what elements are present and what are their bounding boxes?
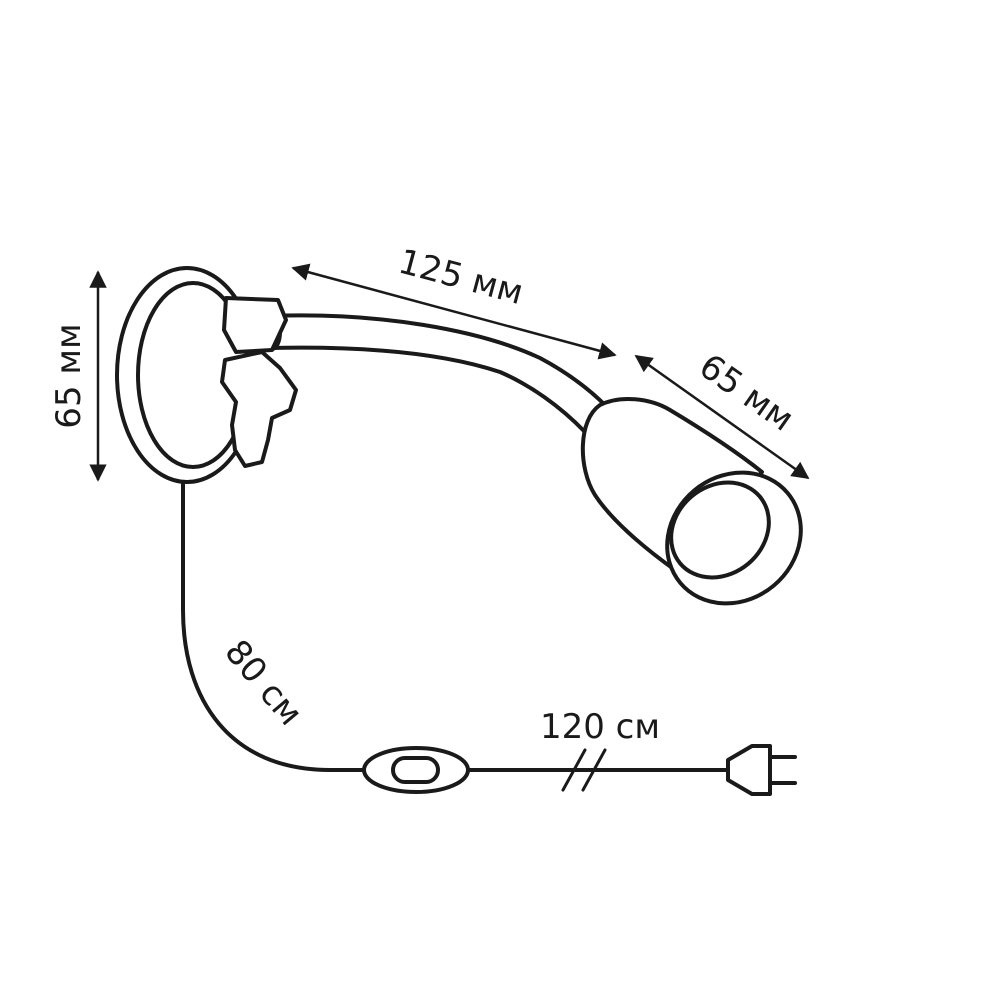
cable-break-mark: [561, 748, 587, 792]
cable-label-to-switch: 80 см: [216, 632, 310, 733]
dimension-label-base-height: 65 мм: [49, 323, 89, 428]
lamp-shade: [580, 397, 803, 606]
clamp-knob: [220, 350, 298, 468]
power-plug: [726, 744, 797, 796]
dimension-label-head-diameter: 65 мм: [692, 346, 801, 439]
cable-base-to-switch: [181, 478, 370, 772]
gooseneck-arm: [262, 313, 608, 434]
cable-label-to-plug: 120 см: [540, 707, 660, 747]
inline-switch: [362, 746, 470, 794]
dimension-label-arm-length: 125 мм: [394, 242, 527, 314]
lamp-base: [115, 266, 298, 484]
dimension-base-height: 65 мм: [49, 270, 107, 482]
cable-break-mark: [581, 748, 607, 792]
